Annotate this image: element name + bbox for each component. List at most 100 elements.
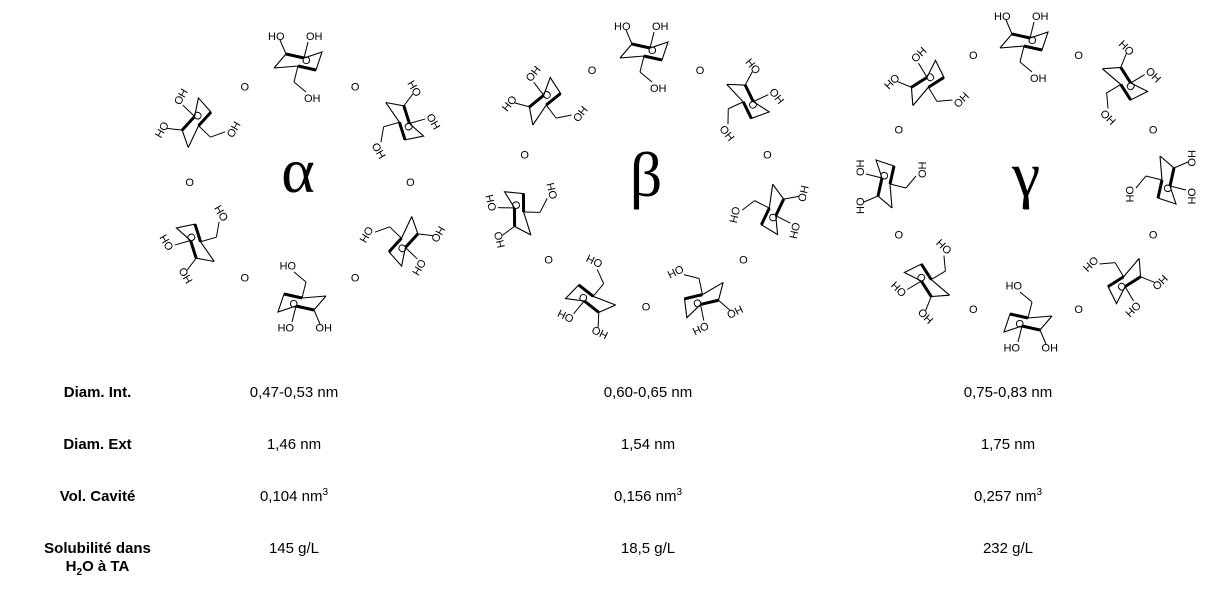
bond (514, 102, 530, 108)
hydroxyl-label: HO (855, 197, 867, 214)
hydroxyl-label: HO (428, 224, 447, 245)
bond (501, 225, 515, 236)
bold-bond (189, 240, 198, 259)
bond (727, 108, 729, 125)
bond (927, 86, 938, 102)
hydroxyl-label: OH (1123, 186, 1135, 203)
hydroxyl-label: OH (889, 278, 909, 298)
bond (174, 240, 191, 246)
bold-bond (1021, 324, 1041, 332)
bond (303, 41, 309, 59)
bond (775, 215, 791, 224)
hydroxyl-label: OH (484, 193, 499, 212)
bond (1130, 74, 1146, 84)
glycosidic-oxygen-label: O (969, 50, 978, 62)
hydroxyl-label: OH (172, 87, 191, 107)
bond (200, 236, 217, 243)
ring-oxygen-label: O (648, 45, 657, 57)
bond (215, 221, 220, 238)
bold-bond (181, 115, 196, 132)
bond (291, 305, 297, 323)
hydroxyl-label: OH (952, 90, 972, 110)
hydroxyl-label: OH (1097, 108, 1117, 128)
hydroxyl-label: OH (1030, 73, 1047, 85)
beta-external-diameter: 1,54 nm (620, 436, 676, 453)
beta-cavity-volume: 0,156 nm3 (518, 487, 778, 506)
bold-bond (760, 207, 771, 226)
bond (293, 81, 307, 93)
bond (313, 309, 321, 325)
hydroxyl-label: OH (1143, 65, 1163, 85)
hydroxyl-label: OH (855, 159, 867, 176)
hydroxyl-label: HO (177, 265, 196, 286)
bond (1027, 301, 1033, 319)
hydroxyl-label: OH (665, 262, 685, 280)
bond (279, 39, 287, 55)
hydroxyl-label: HO (614, 21, 631, 33)
bold-bond (1023, 44, 1043, 52)
bond (1145, 175, 1163, 181)
bold-bond (700, 298, 719, 306)
bond (744, 71, 753, 86)
hydroxyl-label: OH (545, 181, 560, 200)
bold-bond (910, 76, 928, 89)
bold-bond (197, 111, 213, 127)
bold-bond (577, 283, 595, 298)
glycosidic-oxygen-label: O (642, 302, 651, 314)
hydroxyl-label: OH (726, 205, 741, 224)
bold-bond (1107, 275, 1125, 288)
ring-oxygen-label: O (879, 171, 891, 180)
pyranose-ring (903, 263, 950, 298)
bond (596, 269, 605, 284)
bond (639, 71, 653, 83)
bond (718, 299, 731, 311)
label-line: H2O à TA (0, 558, 195, 578)
bold-bond (528, 94, 545, 109)
glycosidic-oxygen-label: O (1074, 50, 1083, 62)
bond (545, 104, 557, 119)
hydroxyl-label: OH (909, 45, 929, 65)
bond (754, 200, 770, 209)
bond (1106, 92, 1109, 109)
glycosidic-oxygen-label: O (739, 255, 748, 267)
bold-bond (387, 237, 403, 253)
gamma-external-diameter: 1,75 nm (980, 436, 1036, 453)
hydroxyl-label: HO (153, 120, 172, 141)
table-row: Solubilité dans H2O à TA 145 g/L 18,5 g/… (0, 540, 1209, 600)
bold-bond (521, 193, 526, 213)
hydroxyl-label: OH (917, 161, 929, 178)
value-text: 0,104 nm (259, 488, 323, 505)
bond (783, 195, 799, 200)
subscript: 2 (76, 567, 83, 578)
bond (166, 127, 183, 131)
bond (1099, 262, 1116, 265)
pyranose-ring (910, 59, 945, 106)
ring-oxygen-label: O (1028, 35, 1037, 47)
bond (1114, 262, 1125, 278)
hydroxyl-label: HO (724, 302, 744, 320)
bond (1140, 276, 1155, 283)
row-label-solubility: Solubilité dans H2O à TA (0, 540, 195, 578)
alpha-cavity-volume: 0,104 nm3 (164, 487, 424, 506)
bond (1135, 175, 1147, 189)
bold-bond (512, 207, 517, 227)
label-part: O à TA (82, 558, 130, 575)
ring-oxygen-label: O (765, 212, 779, 223)
hydroxyl-label: OH (158, 232, 177, 252)
bond (728, 101, 744, 110)
hydroxyl-label: OH (1005, 279, 1022, 291)
bold-bond (743, 84, 755, 103)
glycosidic-oxygen-label: O (520, 149, 529, 161)
hydroxyl-label: OH (1003, 341, 1020, 353)
hydroxyl-label: HO (315, 321, 332, 333)
hydroxyl-label: HO (795, 184, 810, 203)
